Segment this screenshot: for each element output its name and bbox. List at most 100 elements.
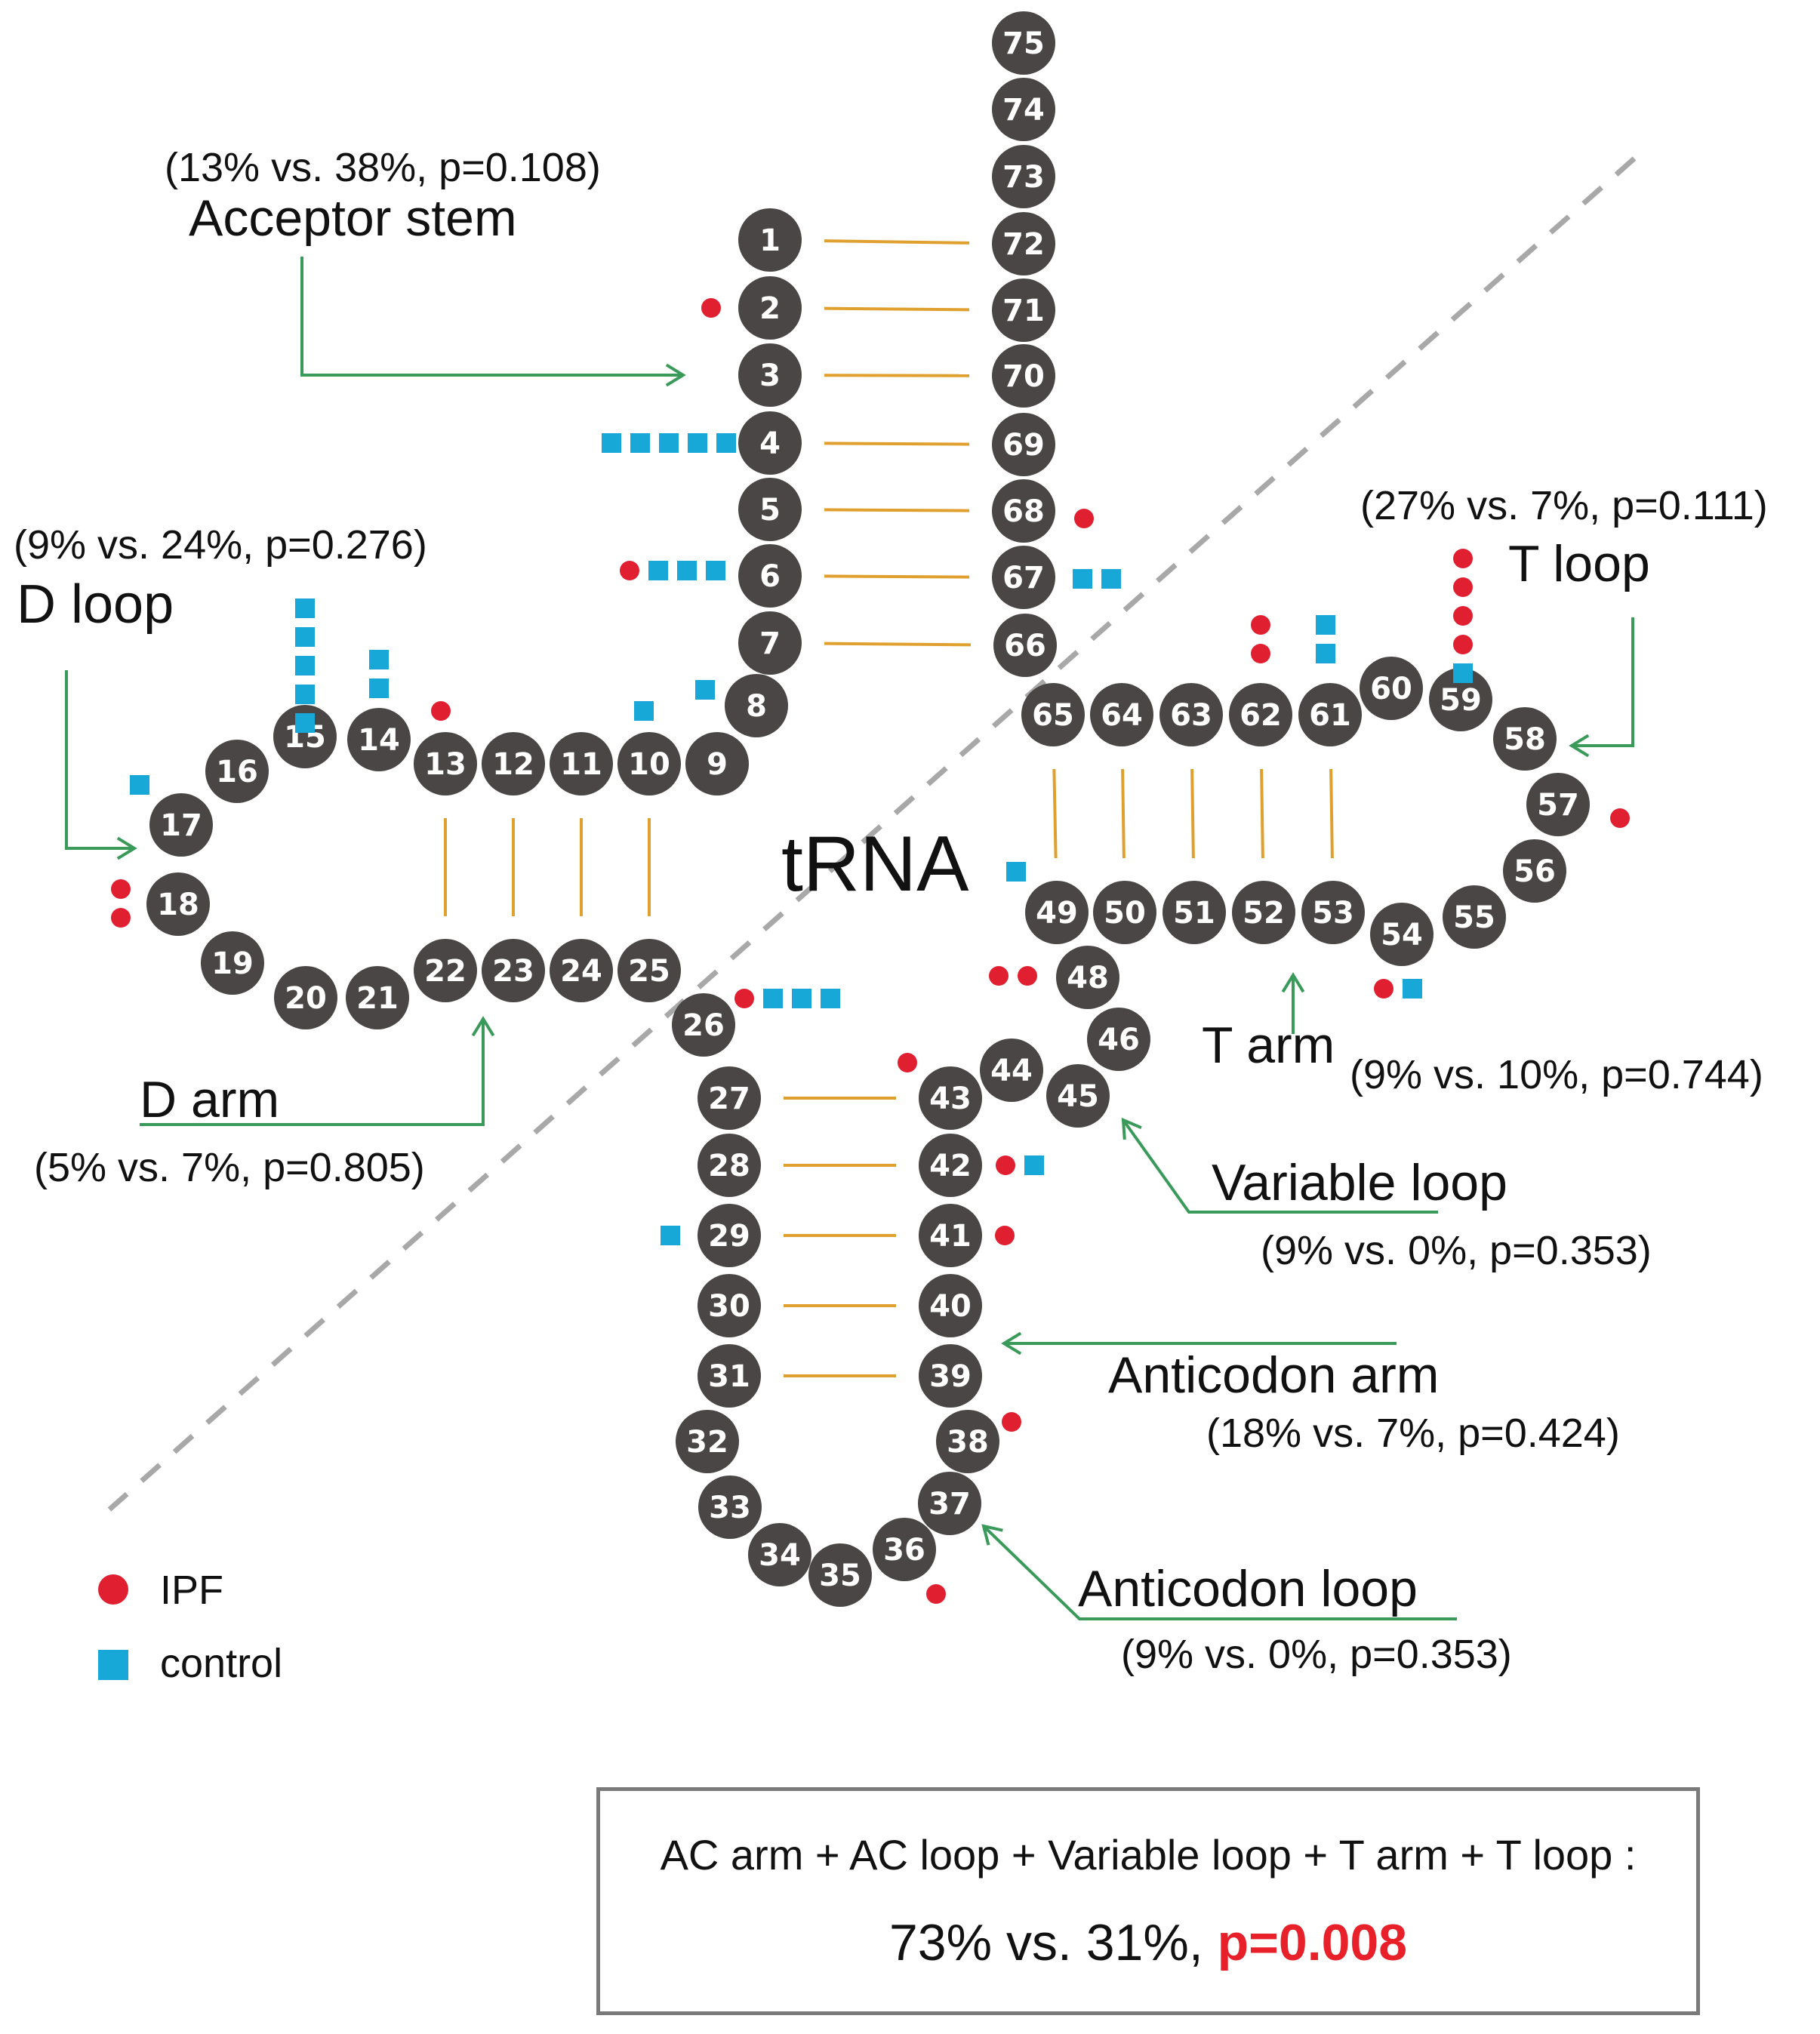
control-mutation-marker (295, 713, 315, 733)
nucleotide-58: 58 (1493, 707, 1557, 771)
summary-regions-text: AC arm + AC loop + Variable loop + T arm… (660, 1831, 1637, 1879)
nucleotide-21: 21 (346, 966, 409, 1029)
nucleotide-number: 32 (686, 1425, 728, 1460)
ipf-mutation-marker (989, 966, 1009, 986)
nucleotide-number: 72 (1002, 227, 1045, 262)
ipf-mutation-marker (1453, 549, 1473, 568)
ipf-mutation-marker (1453, 635, 1473, 654)
nucleotide-number: 43 (929, 1082, 972, 1116)
nucleotide-number: 51 (1173, 896, 1215, 931)
nucleotide-45: 45 (1046, 1064, 1110, 1128)
nucleotide-number: 9 (707, 747, 728, 782)
nucleotide-number: 13 (424, 747, 467, 782)
nucleotide-34: 34 (748, 1523, 811, 1586)
nucleotide-number: 18 (157, 888, 199, 922)
nucleotide-44: 44 (980, 1039, 1043, 1102)
nucleotide-10: 10 (617, 732, 681, 795)
t-loop-label: T loop (1508, 535, 1650, 592)
nucleotide-28: 28 (698, 1134, 761, 1197)
nucleotide-23: 23 (482, 939, 545, 1002)
nucleotide-13: 13 (414, 732, 477, 795)
nucleotide-number: 3 (759, 358, 781, 393)
nucleotide-70: 70 (992, 344, 1055, 408)
summary-box: AC arm + AC loop + Variable loop + T arm… (596, 1787, 1700, 2015)
t-arm-label: T arm (1202, 1017, 1335, 1074)
nucleotide-68: 68 (992, 479, 1055, 543)
nucleotide-number: 58 (1504, 722, 1546, 757)
nucleotide-20: 20 (274, 966, 337, 1029)
d-arm-label: D arm (140, 1071, 279, 1128)
nucleotide-38: 38 (936, 1410, 999, 1473)
anticodon-arm-arrow (1001, 1331, 1397, 1355)
ipf-mutation-marker (1453, 577, 1473, 597)
control-mutation-marker (716, 433, 736, 453)
nucleotide-31: 31 (698, 1344, 761, 1408)
ipf-mutation-marker (111, 879, 131, 899)
nucleotide-number: 28 (708, 1149, 750, 1183)
control-mutation-marker (1101, 569, 1121, 589)
nucleotide-18: 18 (146, 872, 210, 936)
nucleotide-number: 41 (929, 1219, 972, 1254)
nucleotide-55: 55 (1443, 885, 1506, 949)
t-loop-stats: (27% vs. 7%, p=0.111) (1360, 483, 1768, 528)
control-mutation-marker (369, 679, 389, 698)
nucleotide-number: 64 (1101, 698, 1143, 733)
control-mutation-marker (1403, 979, 1422, 999)
nucleotide-60: 60 (1360, 657, 1423, 720)
nucleotide-number: 10 (628, 747, 670, 782)
nucleotide-19: 19 (201, 931, 264, 995)
ipf-mutation-marker (1002, 1412, 1021, 1432)
acceptor-stem-stats: (13% vs. 38%, p=0.108) (165, 145, 601, 190)
anticodon-loop-stats: (9% vs. 0%, p=0.353) (1121, 1632, 1512, 1677)
nucleotide-number: 75 (1002, 26, 1045, 61)
nucleotide-15: 15 (273, 705, 337, 768)
nucleotide-30: 30 (698, 1274, 761, 1337)
control-mutation-marker (1453, 663, 1473, 683)
nucleotide-number: 71 (1002, 294, 1045, 328)
base-pair-line-4-69 (824, 442, 970, 446)
nucleotide-number: 55 (1453, 900, 1495, 935)
legend-ipf-label: IPF (160, 1568, 223, 1613)
nucleotide-65: 65 (1021, 683, 1085, 746)
nucleotide-number: 42 (929, 1149, 972, 1183)
summary-p-value: p=0.008 (1217, 1914, 1408, 1971)
nucleotide-12: 12 (482, 732, 545, 795)
control-mutation-marker (130, 775, 149, 795)
control-mutation-marker (763, 989, 783, 1008)
nucleotide-53: 53 (1301, 881, 1365, 944)
base-pair-line-50-64 (1121, 768, 1126, 859)
nucleotide-number: 19 (211, 946, 254, 981)
nucleotide-8: 8 (725, 674, 788, 737)
nucleotide-number: 24 (560, 954, 602, 989)
ipf-mutation-marker (1074, 509, 1094, 528)
nucleotide-43: 43 (919, 1066, 982, 1130)
ipf-mutation-marker (898, 1053, 917, 1072)
control-mutation-marker (792, 989, 811, 1008)
control-mutation-marker (295, 656, 315, 675)
acceptor-stem-label: Acceptor stem (189, 189, 517, 247)
nucleotide-41: 41 (919, 1204, 982, 1267)
control-mutation-marker (659, 433, 679, 453)
nucleotide-number: 21 (356, 981, 399, 1016)
nucleotide-74: 74 (992, 78, 1055, 141)
control-mutation-marker (648, 561, 668, 580)
nucleotide-59: 59 (1429, 668, 1492, 731)
nucleotide-62: 62 (1229, 683, 1292, 746)
nucleotide-number: 36 (883, 1533, 925, 1568)
nucleotide-number: 44 (990, 1054, 1033, 1088)
nucleotide-number: 57 (1537, 788, 1579, 823)
nucleotide-56: 56 (1503, 839, 1566, 903)
ipf-mutation-marker (926, 1584, 946, 1604)
legend-ipf-marker (98, 1574, 128, 1605)
nucleotide-14: 14 (347, 708, 411, 771)
nucleotide-number: 65 (1032, 698, 1074, 733)
nucleotide-number: 45 (1057, 1079, 1099, 1114)
control-mutation-marker (688, 433, 707, 453)
nucleotide-6: 6 (738, 544, 802, 608)
nucleotide-number: 66 (1004, 629, 1046, 663)
nucleotide-number: 39 (929, 1359, 972, 1394)
legend-control-label: control (160, 1641, 282, 1686)
ipf-mutation-marker (996, 1155, 1015, 1175)
nucleotide-number: 53 (1312, 896, 1354, 931)
